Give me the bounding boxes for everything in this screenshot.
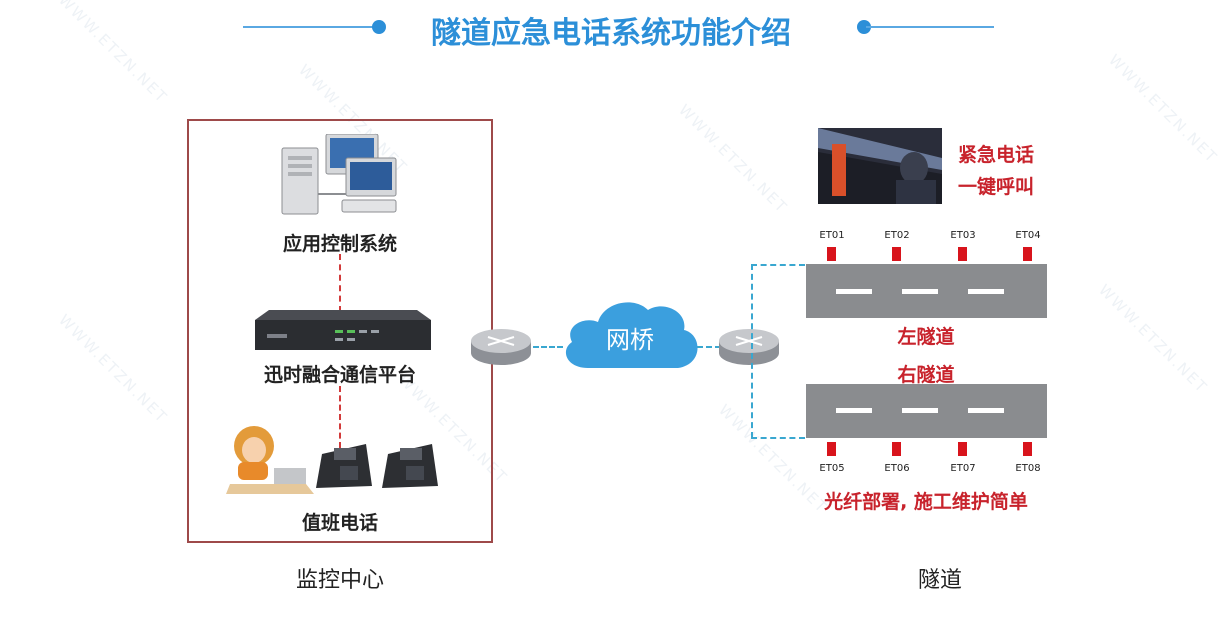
title-dot-right (857, 20, 871, 34)
post-label-top: ET03 (950, 230, 976, 241)
lane-marking (968, 408, 1004, 413)
duty-phone-label: 值班电话 (301, 512, 378, 534)
title-line-left (243, 26, 377, 28)
tunnel-caption: 隧道 (917, 568, 962, 593)
server-computer-icon (281, 134, 397, 215)
emergency-call-line1: 紧急电话 (958, 144, 1035, 166)
lane-marking (968, 289, 1004, 294)
watermark: WWW.ETZN.NET (675, 100, 792, 218)
desk-phone-icon (382, 444, 438, 488)
router-icon (719, 329, 779, 365)
lane-marking (902, 408, 938, 413)
watermark: WWW.ETZN.NET (1105, 50, 1222, 168)
post-label-top: ET02 (884, 230, 910, 241)
emergency-post-marker (892, 247, 901, 261)
post-label-bottom: ET07 (950, 463, 976, 474)
bridge-label: 网桥 (606, 326, 654, 354)
link-router-bridge-left (533, 346, 563, 348)
post-label-bottom: ET08 (1015, 463, 1041, 474)
link-app-platform (339, 254, 341, 312)
link-fiber-right-tunnel (751, 437, 805, 439)
title-line-right (866, 26, 994, 28)
emergency-post-marker (958, 442, 967, 456)
emergency-call-line2: 一键呼叫 (958, 176, 1035, 198)
platform-device-icon (255, 310, 431, 350)
watermark: WWW.ETZN.NET (1095, 280, 1212, 398)
post-label-bottom: ET05 (819, 463, 845, 474)
fiber-deployment-note: 光纤部署, 施工维护简单 (824, 491, 1028, 513)
emergency-post-marker (827, 442, 836, 456)
lane-marking (836, 408, 872, 413)
post-label-top: ET01 (819, 230, 845, 241)
left-tunnel-label: 左隧道 (897, 326, 955, 348)
link-fiber-left-tunnel (751, 264, 805, 266)
right-tunnel-label: 右隧道 (897, 364, 955, 386)
emergency-post-marker (1023, 442, 1032, 456)
emergency-phone-photo (818, 128, 942, 204)
cloud-icon (565, 302, 698, 368)
post-label-top: ET04 (1015, 230, 1041, 241)
link-bridge-router-right (697, 346, 721, 348)
link-fiber-trunk (751, 264, 753, 438)
lane-marking (836, 289, 872, 294)
title-dot-left (372, 20, 386, 34)
post-label-bottom: ET06 (884, 463, 910, 474)
lane-marking (902, 289, 938, 294)
router-icon (471, 329, 531, 365)
page-title: 隧道应急电话系统功能介绍 (431, 16, 791, 51)
platform-label: 迅时融合通信平台 (263, 364, 416, 386)
emergency-post-marker (958, 247, 967, 261)
link-platform-phone (339, 386, 341, 448)
emergency-post-marker (1023, 247, 1032, 261)
operator-illustration (226, 426, 314, 494)
emergency-post-marker (892, 442, 901, 456)
app-control-system-label: 应用控制系统 (282, 233, 397, 255)
emergency-post-marker (827, 247, 836, 261)
desk-phone-icon (316, 444, 372, 488)
watermark: WWW.ETZN.NET (55, 310, 172, 428)
monitor-center-caption: 监控中心 (295, 568, 384, 593)
